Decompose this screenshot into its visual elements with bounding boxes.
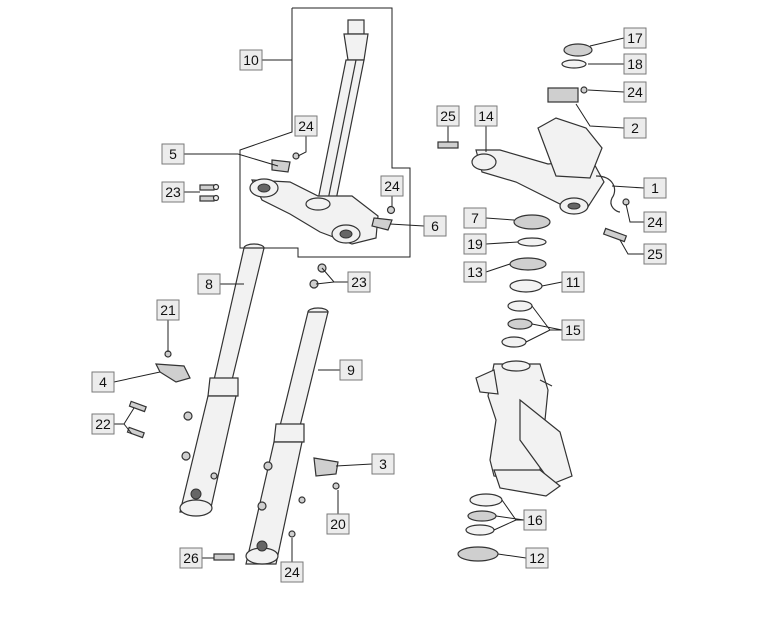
callout-7: 7 — [463, 207, 487, 229]
svg-text:17: 17 — [627, 30, 643, 46]
part-10-group-outline — [239, 7, 411, 258]
svg-text:23: 23 — [351, 274, 367, 290]
svg-text:24: 24 — [298, 118, 314, 134]
callout-25b: 25 — [643, 243, 667, 265]
nut-17 — [563, 43, 593, 57]
svg-text:25: 25 — [440, 108, 456, 124]
callout-1: 1 — [643, 177, 667, 199]
screws-23-left — [199, 183, 220, 202]
svg-text:5: 5 — [169, 146, 177, 162]
fork-leg-9 — [245, 307, 329, 565]
svg-text:12: 12 — [529, 550, 545, 566]
callout-10: 10 — [239, 49, 263, 71]
fork-leg-8 — [179, 243, 265, 517]
svg-text:4: 4 — [99, 374, 107, 390]
svg-text:18: 18 — [627, 56, 643, 72]
leader-lines — [113, 37, 645, 562]
callout-20: 20 — [326, 513, 350, 535]
svg-text:22: 22 — [95, 416, 111, 432]
callout-24c: 24 — [280, 561, 304, 583]
svg-text:25: 25 — [647, 246, 663, 262]
callout-3: 3 — [371, 453, 395, 475]
callout-9: 9 — [339, 359, 363, 381]
washer-19 — [517, 237, 547, 247]
ring-13 — [509, 257, 547, 271]
ring-12 — [457, 546, 499, 562]
steering-stem-assembly — [199, 7, 411, 258]
stem-collar — [343, 33, 369, 61]
callout-19: 19 — [463, 233, 487, 255]
callout-11: 11 — [561, 271, 585, 293]
svg-text:2: 2 — [631, 120, 639, 136]
svg-text:21: 21 — [160, 302, 176, 318]
callout-24a: 24 — [294, 115, 318, 137]
svg-text:23: 23 — [165, 184, 181, 200]
callout-25a: 25 — [436, 105, 460, 127]
svg-text:24: 24 — [647, 214, 663, 230]
bracket-3 — [313, 457, 339, 477]
callout-26: 26 — [179, 547, 203, 569]
callout-18: 18 — [623, 53, 647, 75]
bolt-26 — [213, 553, 235, 561]
bolt-22b — [126, 426, 145, 439]
svg-text:14: 14 — [478, 108, 494, 124]
callout-12: 12 — [525, 547, 549, 569]
callout-6: 6 — [423, 215, 447, 237]
callout-13: 13 — [463, 261, 487, 283]
svg-text:3: 3 — [379, 456, 387, 472]
bracket-2 — [547, 87, 579, 103]
callout-24e: 24 — [643, 211, 667, 233]
callout-17: 17 — [623, 27, 647, 49]
callout-16: 16 — [523, 509, 547, 531]
bolt-25a — [437, 141, 459, 149]
upper-yoke-assembly — [437, 43, 630, 243]
callout-15: 15 — [561, 319, 585, 341]
bolt-22a — [128, 400, 147, 413]
bracket-4 — [154, 363, 191, 383]
ring-11 — [509, 279, 543, 293]
svg-text:1: 1 — [651, 180, 659, 196]
svg-text:8: 8 — [205, 276, 213, 292]
svg-text:16: 16 — [527, 512, 543, 528]
svg-text:24: 24 — [384, 178, 400, 194]
wire-1 — [595, 175, 621, 213]
callout-24b: 24 — [380, 175, 404, 197]
callout-23b: 23 — [347, 271, 371, 293]
stem-top — [347, 19, 365, 35]
bracket-5 — [271, 159, 291, 173]
callout-4: 4 — [91, 371, 115, 393]
bolt-25b — [602, 227, 628, 243]
svg-text:19: 19 — [467, 236, 483, 252]
bearing-stack — [501, 214, 551, 348]
svg-text:26: 26 — [183, 550, 199, 566]
svg-text:9: 9 — [347, 362, 355, 378]
clip-6 — [371, 217, 393, 231]
svg-text:20: 20 — [330, 516, 346, 532]
callout-24d: 24 — [623, 81, 647, 103]
svg-text:24: 24 — [284, 564, 300, 580]
svg-text:6: 6 — [431, 218, 439, 234]
callout-5: 5 — [161, 143, 185, 165]
svg-text:7: 7 — [471, 210, 479, 226]
svg-text:24: 24 — [627, 84, 643, 100]
callout-23a: 23 — [161, 181, 185, 203]
callout-8: 8 — [197, 273, 221, 295]
frame-head — [475, 360, 573, 497]
callout-2: 2 — [623, 117, 647, 139]
svg-text:10: 10 — [243, 52, 259, 68]
lower-bearing-stack — [457, 493, 503, 562]
svg-text:13: 13 — [467, 264, 483, 280]
nut-7 — [513, 214, 551, 230]
callout-14: 14 — [474, 105, 498, 127]
stem-tube — [317, 59, 365, 201]
svg-text:15: 15 — [565, 322, 581, 338]
callout-21: 21 — [156, 299, 180, 321]
washer-18 — [561, 59, 587, 69]
callout-22: 22 — [91, 413, 115, 435]
svg-text:11: 11 — [566, 274, 581, 290]
